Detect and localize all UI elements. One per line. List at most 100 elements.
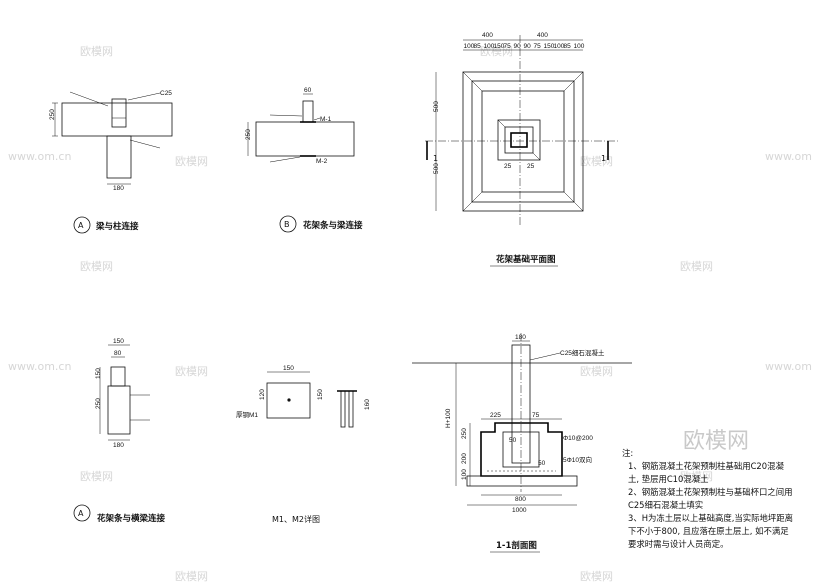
dim-sub: 90 (524, 43, 532, 50)
dim-h3: 160 (364, 399, 371, 410)
plan-edge (462, 191, 483, 212)
watermark-layer: 欧模网 欧模网 欧模网 欧模网 欧模网 欧模网 欧模网 欧模网 欧模网 欧模网 … (8, 45, 813, 582)
watermark: 欧模网 (480, 45, 513, 58)
detail-rafter-crossbeam: 150 80 150 250 180 A 花架条与横梁连接 (73, 338, 166, 524)
note-line: 要求时需与设计人员商定。 (628, 539, 729, 549)
detail-circle (279, 215, 297, 233)
beam-section (255, 121, 355, 157)
note-line: 土, 垫层用C10混凝土 (628, 474, 708, 484)
leader (127, 92, 161, 101)
anchor-bar (348, 390, 354, 428)
plate-label: 厚钢M1 (236, 411, 258, 419)
watermark: 欧模网 (580, 570, 613, 582)
column (510, 132, 528, 148)
watermark: 欧模网 (175, 365, 208, 378)
dim-top: 400 (537, 32, 548, 39)
dim-sub: 90 (514, 43, 522, 50)
rebar-label: 5Φ10双向 (563, 455, 592, 464)
note-line: 2、钢筋混凝土花架预制柱与基础杯口之间用 (628, 487, 792, 497)
dim-d: 200 (461, 453, 468, 464)
dim-sub: 100 (554, 43, 565, 50)
beam-section (61, 102, 173, 137)
plate-face (266, 382, 311, 419)
dim-width: 150 (283, 365, 294, 372)
watermark: 欧模网 (680, 470, 713, 483)
watermark-url: www.om.cn (8, 150, 71, 163)
watermark: 欧模网 (680, 260, 713, 273)
note-line: C25细石混凝土填实 (628, 500, 703, 510)
dim-h: H+100 (445, 408, 452, 428)
watermark: 欧模网 (175, 155, 208, 168)
dim-c: 250 (461, 428, 468, 439)
detail-beam-column: 250 180 C25 A 梁与柱连接 (49, 90, 173, 234)
watermark: 欧模网 (175, 570, 208, 582)
leader (69, 91, 109, 107)
dim-height: 250 (245, 129, 252, 140)
label-m2: M-2 (316, 158, 328, 165)
footing-outline (480, 422, 563, 477)
detail-mark: A (78, 221, 84, 230)
detail-title: 花架条与横梁连接 (97, 513, 166, 524)
detail-circle (73, 504, 91, 522)
section-mark: 1 (601, 154, 606, 163)
rafter-section (302, 100, 314, 123)
socket-edge (497, 119, 506, 128)
leader (129, 139, 161, 149)
dim-sub: 85 (474, 43, 482, 50)
callout-text: C25细石混凝土 (560, 348, 605, 357)
leader (529, 352, 561, 361)
general-notes: 注: 1、钢筋混凝土花架预制柱基础用C20混凝 土, 垫层用C10混凝土 2、钢… (622, 448, 793, 549)
leader (269, 156, 301, 163)
detail-mark: B (284, 220, 290, 229)
dim-b: 75 (532, 412, 540, 419)
dim-sub: 100 (574, 43, 585, 50)
dim-sub: 75 (534, 43, 542, 50)
watermark-url: www.om.cn (765, 360, 813, 373)
dim-sub: 150 (544, 43, 555, 50)
watermark-large: 欧模网 (683, 429, 749, 454)
dim-sub: 150 (494, 43, 505, 50)
dim-mid: 80 (114, 350, 122, 357)
socket-outer (497, 119, 541, 161)
dim-sub: 100 (464, 43, 475, 50)
plan-step (471, 80, 575, 203)
watermark: 欧模网 (80, 45, 113, 58)
dim-w2: 1000 (512, 507, 527, 514)
dim-width: 180 (113, 442, 124, 449)
leader (269, 114, 303, 117)
dim-left: 500 (433, 101, 440, 112)
dim-height: 250 (95, 398, 102, 409)
dim-left: 500 (433, 163, 440, 174)
watermark: 欧模网 (80, 260, 113, 273)
watermark-url: www.om.cn (8, 360, 71, 373)
label-m1: M-1 (320, 116, 332, 123)
plate-hole (287, 398, 291, 402)
dim-a: 225 (490, 412, 501, 419)
dim-top: 400 (482, 32, 493, 39)
socket-edge (532, 152, 541, 161)
plan-edge (563, 191, 584, 212)
notes-heading: 注: (622, 448, 633, 458)
section-mark: 1 (433, 154, 438, 163)
dim-height: 250 (49, 109, 56, 120)
dim-e: 100 (461, 469, 468, 480)
dim-side: 150 (95, 368, 102, 379)
plan-edge (563, 71, 584, 92)
dim-h1: 120 (259, 389, 266, 400)
watermark: 欧模网 (580, 365, 613, 378)
dim-width: 180 (113, 185, 124, 192)
column-section (106, 135, 132, 179)
dim-w1: 800 (515, 496, 526, 503)
detail-title: 花架条与梁连接 (303, 220, 363, 231)
dim-sub: 75 (504, 43, 512, 50)
dim-sub: 100 (484, 43, 495, 50)
detail-title: 梁与柱连接 (95, 221, 139, 232)
column-socket (111, 98, 127, 128)
watermark: 欧模网 (80, 470, 113, 483)
dim-inner: 25 (504, 163, 512, 170)
detail-rafter-beam: 60 250 M-1 M-2 B 花架条与梁连接 (245, 87, 363, 233)
rebar-label: Φ10@200 (563, 435, 593, 442)
anchor-bar (340, 390, 346, 428)
